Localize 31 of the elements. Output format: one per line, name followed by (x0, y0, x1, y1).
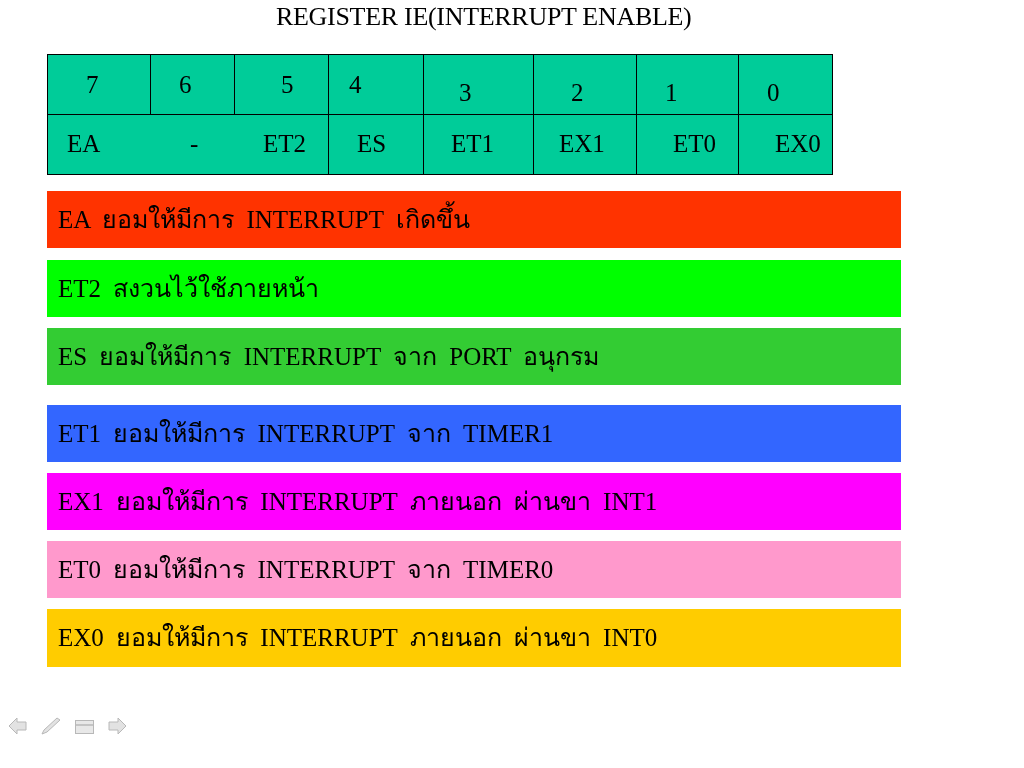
bit-number-cell: 4 (329, 55, 424, 115)
bit-name-cell: ET0 (637, 115, 739, 174)
bit-name-cell: ET1 (424, 115, 534, 174)
bit-number-cell: 2 (534, 55, 637, 115)
description-band (47, 405, 901, 462)
bit-number-cell: 1 (637, 55, 739, 115)
band-text: ET1 ยอมให้มีการ INTERRUPT จาก TIMER1 (58, 418, 554, 449)
bit-number-cell: 6 (151, 55, 235, 115)
bit-number-cell: 0 (739, 55, 832, 115)
bit-name-cell: ES (329, 115, 424, 174)
description-band (47, 260, 901, 317)
band-text: EA ยอมให้มีการ INTERRUPT เกิดขึ้น (58, 203, 470, 236)
bit-name-cell-text: EA (66, 129, 102, 159)
title: REGISTER IE(INTERRUPT ENABLE) (276, 2, 692, 32)
band-text: EX1 ยอมให้มีการ INTERRUPT ภายนอก ผ่านขา INT1 (58, 486, 658, 517)
bit-name-cell: EX1 (534, 115, 637, 174)
bit-name-cell: ET2 (235, 115, 329, 174)
description-band (47, 473, 901, 530)
band-text: ET2 สงวนไว้ใช้ภายหน้า (58, 273, 320, 304)
bit-number-cell: 5 (235, 55, 329, 115)
bit-number-cell: 7 (48, 55, 151, 115)
band-text: ET0 ยอมให้มีการ INTERRUPT จาก TIMER0 (58, 554, 554, 585)
band-text: ES ยอมให้มีการ INTERRUPT จาก PORT อนุกรม (58, 341, 600, 373)
band-text: EX0 ยอมให้มีการ INTERRUPT ภายนอก ผ่านขา INT0 (58, 622, 658, 653)
description-band (47, 328, 901, 385)
description-band (47, 191, 901, 248)
description-band (47, 609, 901, 667)
description-band (47, 541, 901, 598)
bit-name-cell-text: EX0 (774, 129, 822, 159)
bit-name-cell-text: - (189, 129, 200, 159)
bit-number-cell: 3 (424, 55, 534, 115)
